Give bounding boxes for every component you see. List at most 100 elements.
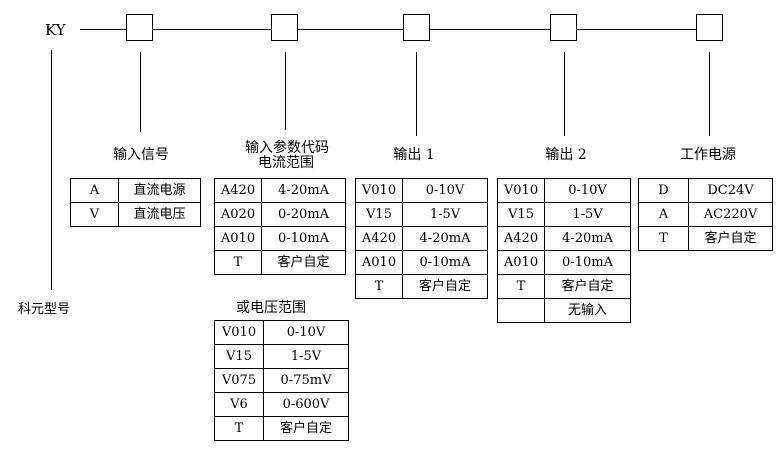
code-cell: V010 xyxy=(214,320,264,345)
description-cell: 0-10mA xyxy=(544,250,631,275)
description-cell: 1-5V xyxy=(263,344,349,369)
description-cell: 0-20mA xyxy=(261,202,346,227)
description-cell: 1-5V xyxy=(402,202,488,227)
title-input-signal: 输入信号 xyxy=(113,147,169,163)
code-cell: A420 xyxy=(214,178,262,203)
code-cell: T xyxy=(214,416,264,441)
code-cell: V xyxy=(70,202,119,227)
title-input-param: 输入参数代码 xyxy=(245,140,329,156)
code-box-output-2 xyxy=(550,14,577,41)
title-power-supply: 工作电源 xyxy=(680,147,736,163)
code-cell: A420 xyxy=(497,226,545,251)
code-cell: V6 xyxy=(214,392,264,417)
code-box-input-signal xyxy=(126,14,153,41)
chain-line-1 xyxy=(153,29,271,30)
chain-line-2 xyxy=(298,29,403,30)
description-cell: 客户自定 xyxy=(402,274,488,299)
code-cell: T xyxy=(214,250,262,275)
leader-input-param xyxy=(285,52,286,130)
model-caption: 科元型号 xyxy=(18,302,71,317)
alt-title-input-param: 或电压范围 xyxy=(236,300,306,316)
leader-model xyxy=(51,50,52,290)
description-cell: 直流电压 xyxy=(118,202,201,227)
description-cell: 0-10V xyxy=(402,178,488,203)
code-cell: A010 xyxy=(214,226,262,251)
description-cell: 4-20mA xyxy=(402,226,488,251)
leader-output-2 xyxy=(564,52,565,136)
chain-line-4 xyxy=(577,29,696,30)
subtitle-input-param: 电流范围 xyxy=(258,155,314,171)
code-cell: V15 xyxy=(497,202,545,227)
leader-power-supply xyxy=(709,52,710,136)
code-cell: A020 xyxy=(214,202,262,227)
code-box-power-supply xyxy=(696,14,723,41)
code-cell: T xyxy=(638,226,689,251)
leader-output-1 xyxy=(416,52,417,136)
description-cell: AC220V xyxy=(688,202,773,227)
code-box-output-1 xyxy=(403,14,430,41)
code-cell: T xyxy=(497,274,545,299)
description-cell: 4-20mA xyxy=(261,178,346,203)
code-cell: V010 xyxy=(497,178,545,203)
description-cell: 客户自定 xyxy=(544,274,631,299)
code-cell xyxy=(497,298,545,323)
description-cell: 客户自定 xyxy=(261,250,346,275)
code-cell: V075 xyxy=(214,368,264,393)
description-cell: 0-75mV xyxy=(263,368,349,393)
description-cell: 4-20mA xyxy=(544,226,631,251)
code-cell: V010 xyxy=(355,178,403,203)
description-cell: 0-10V xyxy=(263,320,349,345)
code-cell: A010 xyxy=(497,250,545,275)
description-cell: 0-600V xyxy=(263,392,349,417)
description-cell: DC24V xyxy=(688,178,773,203)
title-output-1: 输出 1 xyxy=(393,147,435,163)
model-prefix: KY xyxy=(45,21,66,39)
code-cell: A010 xyxy=(355,250,403,275)
code-cell: A xyxy=(70,178,119,203)
description-cell: 客户自定 xyxy=(263,416,349,441)
description-cell: 直流电源 xyxy=(118,178,201,203)
description-cell: 1-5V xyxy=(544,202,631,227)
description-cell: 0-10mA xyxy=(402,250,488,275)
description-cell: 0-10mA xyxy=(261,226,346,251)
code-cell: A420 xyxy=(355,226,403,251)
chain-line-3 xyxy=(430,29,550,30)
code-cell: V15 xyxy=(355,202,403,227)
description-cell: 0-10V xyxy=(544,178,631,203)
code-cell: T xyxy=(355,274,403,299)
chain-line-0 xyxy=(80,29,126,30)
title-output-2: 输出 2 xyxy=(545,147,587,163)
code-cell: A xyxy=(638,202,689,227)
description-cell: 无输入 xyxy=(544,298,631,323)
table-row: 无输入 xyxy=(497,298,631,323)
